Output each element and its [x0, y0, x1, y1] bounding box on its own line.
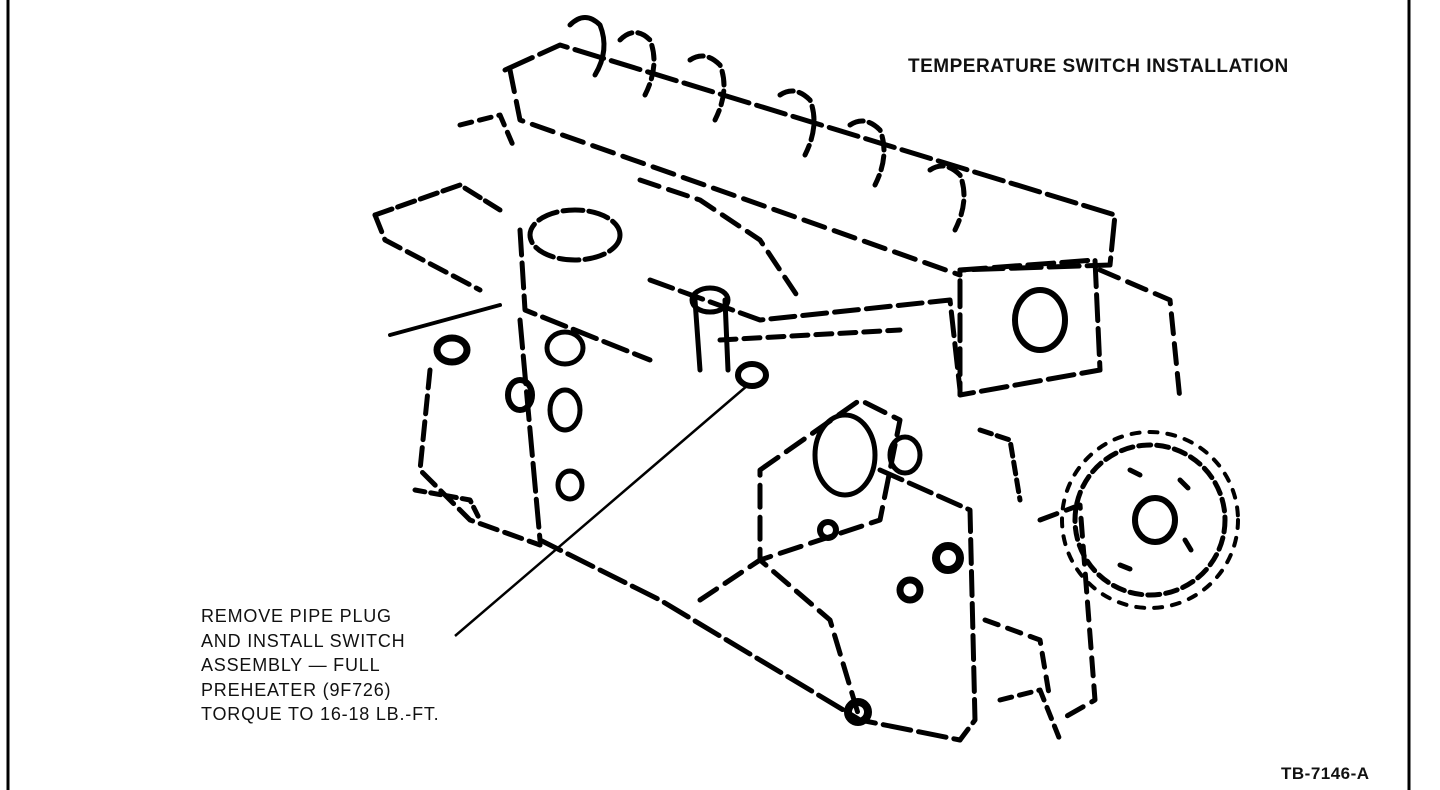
callout-text: REMOVE PIPE PLUG AND INSTALL SWITCH ASSE… [201, 604, 439, 727]
engine-block [372, 15, 1240, 743]
figure-title: TEMPERATURE SWITCH INSTALLATION [908, 56, 1289, 77]
figure-id: TB-7146-A [1281, 764, 1370, 783]
callout-line: TORQUE TO 16-18 LB.-FT. [201, 704, 440, 724]
callout-line: ASSEMBLY — FULL [201, 655, 381, 675]
callout-line: PREHEATER (9F726) [201, 679, 392, 700]
callout-leader-line [454, 384, 749, 637]
callout-line: REMOVE PIPE PLUG [201, 606, 392, 626]
callout-line: AND INSTALL SWITCH [201, 630, 406, 651]
